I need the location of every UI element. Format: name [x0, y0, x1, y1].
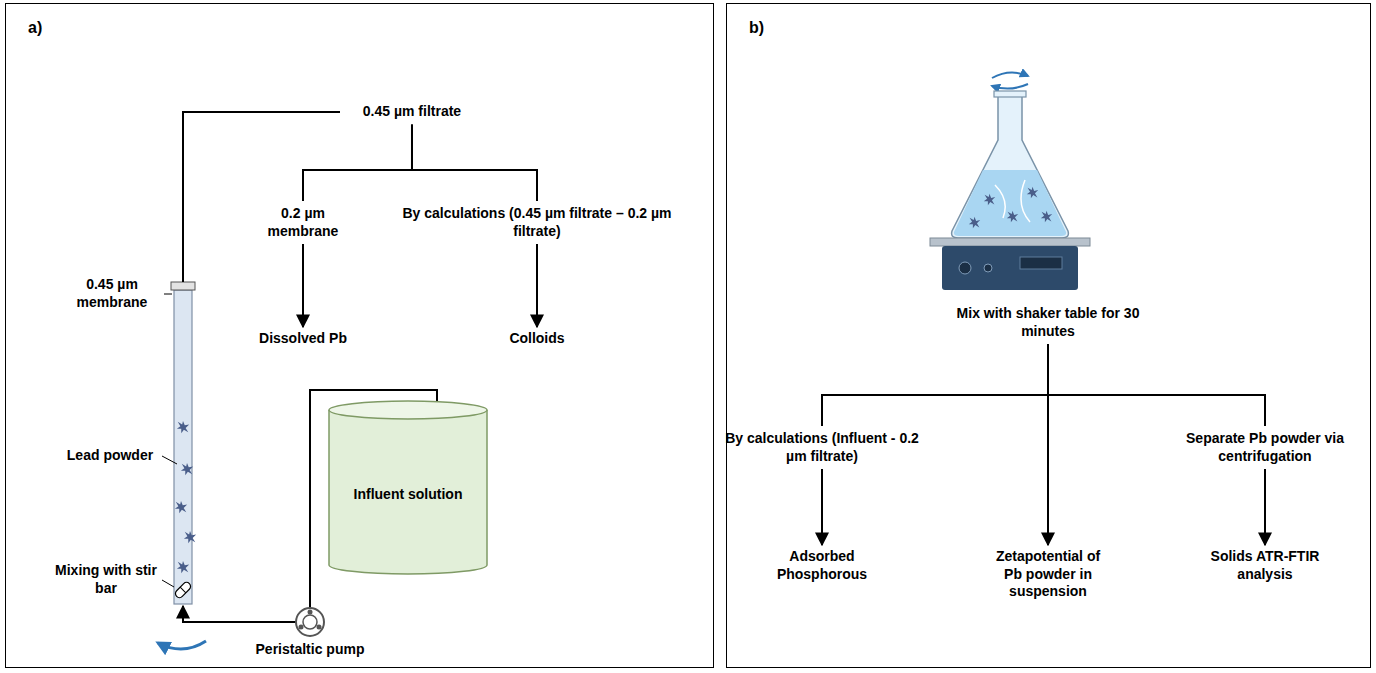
- flow-connector: [821, 469, 823, 545]
- stir-bar: [174, 581, 192, 599]
- lead-particles: [175, 421, 196, 573]
- column: [171, 282, 195, 604]
- influent-tank: Influent solution: [328, 400, 488, 575]
- flow-result: Adsorbed Phosphorous: [762, 548, 882, 583]
- step-text: 0.2 µm membrane: [253, 205, 353, 240]
- step-text: By calculations (Influent - 0.2 µm filtr…: [715, 430, 930, 465]
- flow-step: By calculations (Influent - 0.2 µm filtr…: [715, 430, 930, 465]
- step-text: Separate Pb powder via centrifugation: [1170, 430, 1360, 465]
- flow-result: Dissolved Pb: [259, 330, 347, 348]
- flow-step: Separate Pb powder via centrifugation: [1170, 430, 1360, 465]
- leader-lines: [162, 294, 177, 587]
- panel-letter: b): [749, 18, 1348, 38]
- flask: [952, 91, 1069, 238]
- shaker-table: [930, 238, 1090, 290]
- part-label: Mixing with stir bar: [52, 562, 160, 597]
- step-text: Dissolved Pb: [259, 330, 347, 348]
- part-label: Lead powder: [60, 447, 160, 465]
- panel-letter: a): [28, 18, 691, 38]
- step-text: Mix with shaker table for 30 minutes: [956, 305, 1141, 340]
- filtrate-line: [183, 112, 340, 282]
- flow-connector: [1048, 344, 1265, 426]
- flow-connector: [303, 125, 412, 202]
- flow-connector: [302, 244, 304, 327]
- step-text: Adsorbed Phosphorous: [762, 548, 882, 583]
- part-label: 0.45 µm membrane: [60, 276, 164, 311]
- flow-step: 0.45 µm filtrate: [363, 103, 461, 121]
- step-text: 0.45 µm filtrate: [363, 103, 461, 121]
- swirl-arrows: [992, 72, 1028, 88]
- step-text: Zetapotential of Pb powder in suspension: [993, 548, 1103, 601]
- flow-step: 0.2 µm membrane: [253, 205, 353, 240]
- peristaltic-pump-symbol: [296, 608, 324, 636]
- step-text: Solids ATR-FTIR analysis: [1195, 548, 1335, 583]
- flow-result: Colloids: [509, 330, 564, 348]
- part-label: Peristaltic pump: [245, 641, 375, 659]
- flow-result: Solids ATR-FTIR analysis: [1195, 548, 1335, 583]
- flow-result: Zetapotential of Pb powder in suspension: [993, 548, 1103, 601]
- step-text: By calculations (0.45 µm filtrate – 0.2 …: [387, 205, 687, 240]
- step-text: Influent solution: [354, 486, 463, 504]
- flow-step: Mix with shaker table for 30 minutes: [956, 305, 1141, 340]
- step-text: Colloids: [509, 330, 564, 348]
- flow-connector: [536, 244, 538, 327]
- flow-connector: [822, 344, 1048, 426]
- panel: b)Mix with shaker table for 30 minutesBy…: [726, 3, 1371, 668]
- flow-step: By calculations (0.45 µm filtrate – 0.2 …: [387, 205, 687, 240]
- flow-connector: [1264, 469, 1266, 545]
- flow-connector: [412, 125, 537, 202]
- rotation-arrow: [158, 641, 206, 649]
- pump-to-column-line: [183, 606, 296, 622]
